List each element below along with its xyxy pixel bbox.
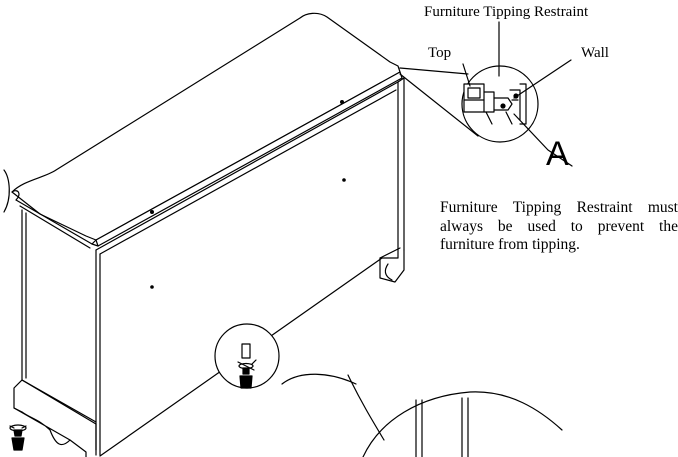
- leveling-foot-left: [9, 424, 27, 451]
- foot-detail: [99, 257, 383, 457]
- cabinet-top: [11, 12, 403, 249]
- tipping-warning-note: Furniture Tipping Restraint must always …: [440, 199, 678, 253]
- restraint-detail: [399, 65, 539, 143]
- restraint-title-label: Furniture Tipping Restraint: [424, 4, 589, 20]
- top-label: Top: [428, 45, 451, 61]
- cabinet-back-panel: [95, 77, 405, 456]
- foot-detail-enlarged: [347, 374, 563, 457]
- panel-holes: [150, 100, 346, 289]
- wall-label: Wall: [581, 45, 609, 61]
- label-leaders: [462, 21, 573, 167]
- cabinet-side-panel: [13, 209, 97, 457]
- callout-a-label: A: [546, 135, 569, 173]
- detail-circle-left-edge: [3, 169, 10, 213]
